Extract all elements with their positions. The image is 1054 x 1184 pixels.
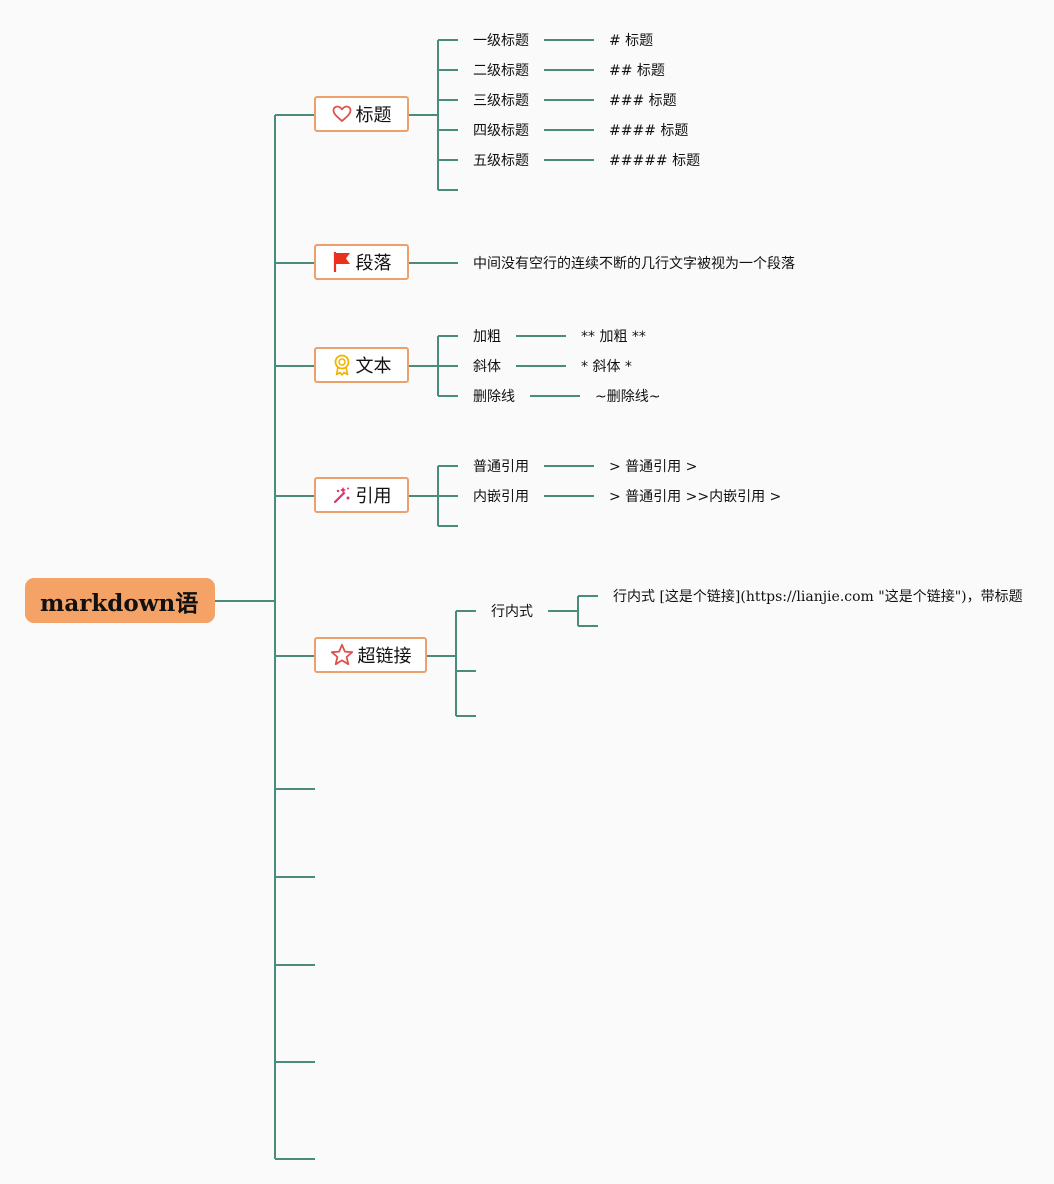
- flag-icon: [332, 251, 352, 273]
- heading-item-5-syntax[interactable]: ##### 标题: [609, 153, 701, 169]
- text-item-italic-syntax[interactable]: * 斜体 *: [581, 359, 632, 375]
- branch-headings-label: 标题: [355, 105, 392, 126]
- link-item-inline-syntax[interactable]: 行内式 [这是个链接](https://lianjie.com "这是个链接")…: [613, 589, 1023, 605]
- branch-link[interactable]: 超链接: [314, 637, 427, 673]
- branch-quote-label: 引用: [355, 486, 392, 507]
- text-item-bold-syntax[interactable]: ** 加粗 **: [581, 329, 646, 345]
- text-item-strike-syntax[interactable]: ~删除线~: [595, 389, 661, 405]
- heart-icon: [332, 105, 352, 123]
- branch-text[interactable]: 文本: [314, 347, 409, 383]
- heading-item-1-name[interactable]: 一级标题: [473, 33, 529, 49]
- heading-item-4-syntax[interactable]: #### 标题: [609, 123, 689, 139]
- text-item-strike-name[interactable]: 删除线: [473, 389, 515, 405]
- root-label: markdown语: [40, 589, 199, 617]
- star-icon: [330, 643, 354, 667]
- medal-icon: [332, 354, 352, 376]
- text-item-bold-name[interactable]: 加粗: [473, 329, 501, 345]
- paragraph-description[interactable]: 中间没有空行的连续不断的几行文字被视为一个段落: [473, 256, 795, 272]
- branch-paragraph[interactable]: 段落: [314, 244, 409, 280]
- heading-item-3-syntax[interactable]: ### 标题: [609, 93, 677, 109]
- branch-text-label: 文本: [355, 356, 392, 377]
- quote-item-normal-name[interactable]: 普通引用: [473, 459, 529, 475]
- heading-item-2-syntax[interactable]: ## 标题: [609, 63, 665, 79]
- root-node[interactable]: markdown语: [25, 578, 215, 623]
- quote-item-normal-syntax[interactable]: > 普通引用 >: [609, 459, 698, 475]
- quote-item-nested-name[interactable]: 内嵌引用: [473, 489, 529, 505]
- heading-item-2-name[interactable]: 二级标题: [473, 63, 529, 79]
- heading-item-1-syntax[interactable]: # 标题: [609, 33, 654, 49]
- heading-item-5-name[interactable]: 五级标题: [473, 153, 529, 169]
- text-item-italic-name[interactable]: 斜体: [473, 359, 501, 375]
- link-item-inline-name[interactable]: 行内式: [491, 604, 533, 620]
- quote-item-nested-syntax[interactable]: > 普通引用 >>内嵌引用 >: [609, 489, 782, 505]
- heading-item-4-name[interactable]: 四级标题: [473, 123, 529, 139]
- heading-item-3-name[interactable]: 三级标题: [473, 93, 529, 109]
- branch-headings[interactable]: 标题: [314, 96, 409, 132]
- magic-wand-icon: [332, 485, 352, 505]
- branch-link-label: 超链接: [357, 646, 412, 667]
- branch-paragraph-label: 段落: [355, 253, 392, 274]
- branch-quote[interactable]: 引用: [314, 477, 409, 513]
